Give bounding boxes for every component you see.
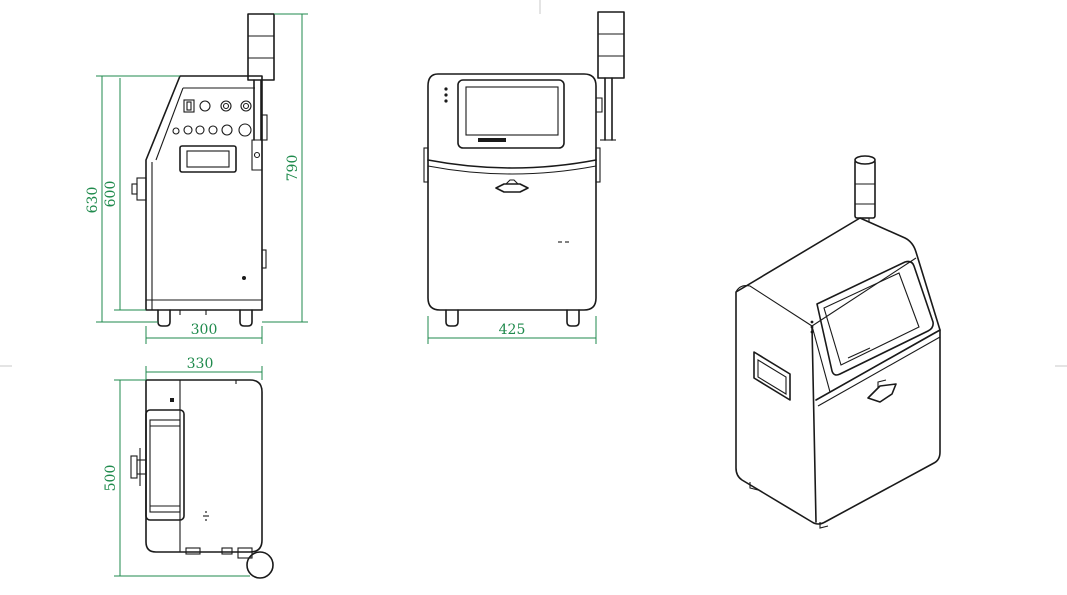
center-marks [0,0,1067,367]
dim-630-label: 630 [85,187,101,214]
dim-500-label: 500 [103,465,119,492]
dim-300-label: 300 [191,322,218,338]
top-view-dimensions: 330 500 [103,356,263,577]
side-view [131,13,275,327]
side-view-dimensions: 630 600 790 300 [85,13,308,344]
dim-425-label: 425 [499,322,526,338]
dim-600-label: 600 [103,181,119,208]
top-view [130,379,274,579]
front-view [423,11,625,327]
dim-330-label: 330 [187,356,214,372]
dim-790-label: 790 [285,155,301,182]
front-view-dimensions: 425 [427,316,597,344]
isometric-view [735,155,941,529]
